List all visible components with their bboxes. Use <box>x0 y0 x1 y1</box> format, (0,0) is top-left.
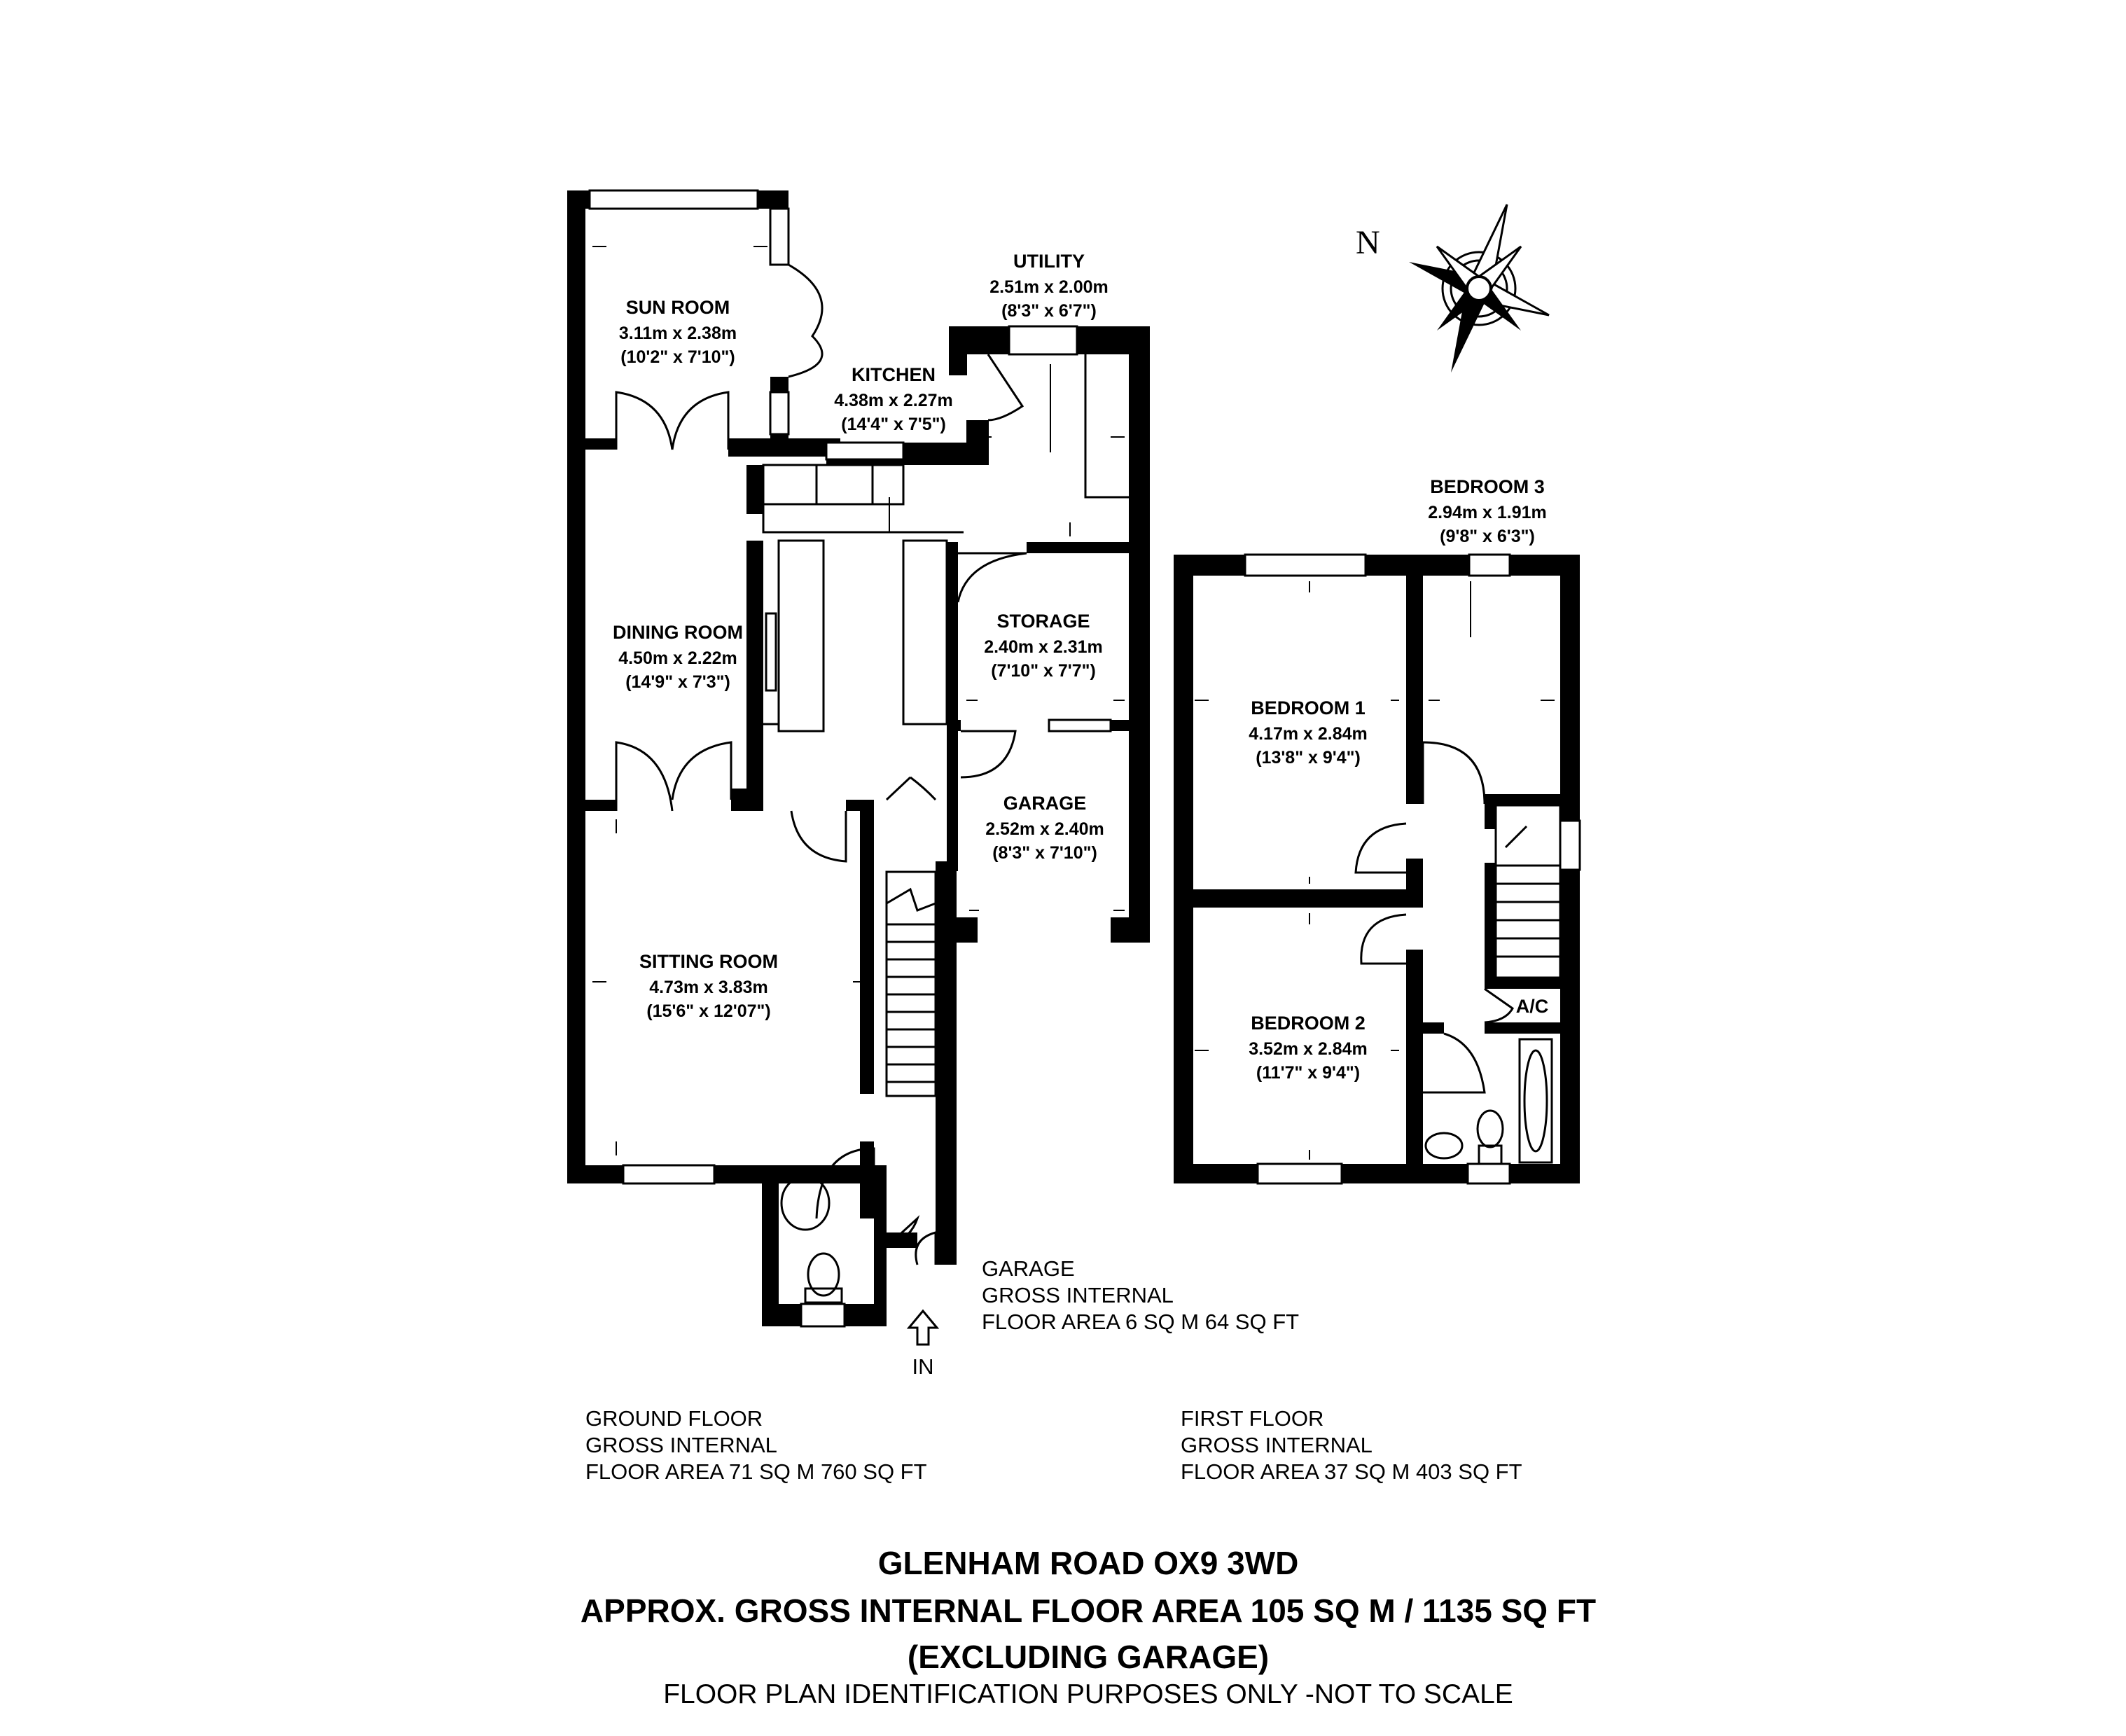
garage-imperial: (8'3" x 7'10") <box>992 843 1097 863</box>
bedroom-1-metric: 4.17m x 2.84m <box>1249 724 1368 744</box>
first-floor-windows <box>1244 553 1581 1185</box>
footer: GLENHAM ROAD OX9 3WD APPROX. GROSS INTER… <box>581 1545 1596 1709</box>
bedroom-3-name: BEDROOM 3 <box>1430 476 1545 497</box>
bedroom-1-imperial: (13'8" x 9'4") <box>1256 748 1361 768</box>
sitting-room-name: SITTING ROOM <box>639 951 778 972</box>
sun-room-name: SUN ROOM <box>626 297 730 318</box>
garage-metric: 2.52m x 2.40m <box>985 819 1104 839</box>
bedroom-2-metric: 3.52m x 2.84m <box>1249 1039 1368 1059</box>
first-floor-area-line-3: FLOOR AREA 37 SQ M 403 SQ FT <box>1181 1459 1522 1484</box>
dimension-arrows <box>592 246 1555 1160</box>
bedroom-2-name: BEDROOM 2 <box>1251 1013 1366 1034</box>
bedroom-3-metric: 2.94m x 1.91m <box>1428 503 1547 522</box>
dining-room-name: DINING ROOM <box>613 622 743 643</box>
ground-floor-area-line-3: FLOOR AREA 71 SQ M 760 SQ FT <box>585 1459 927 1484</box>
garage-area-note: GARAGE GROSS INTERNAL FLOOR AREA 6 SQ M … <box>982 1256 1299 1334</box>
first-floor-doors <box>1354 741 1562 1165</box>
kitchen-fittings <box>762 354 1129 732</box>
compass-north-label: N <box>1356 224 1380 261</box>
exclusion-note: (EXCLUDING GARAGE) <box>908 1639 1269 1675</box>
storage-imperial: (7'10" x 7'7") <box>991 661 1096 681</box>
garage-name: GARAGE <box>1003 793 1087 814</box>
storage-metric: 2.40m x 2.31m <box>984 637 1103 657</box>
ground-floor-doors <box>615 263 1027 1265</box>
ground-floor-area-line-2: GROSS INTERNAL <box>585 1433 777 1457</box>
ground-floor-stairs <box>885 870 937 1097</box>
first-floor-walls <box>1174 555 1580 1183</box>
bedroom-1-name: BEDROOM 1 <box>1251 697 1366 718</box>
bedroom-3-imperial: (9'8" x 6'3") <box>1440 527 1535 546</box>
ground-floor-area-line-1: GROUND FLOOR <box>585 1406 763 1431</box>
utility-name: UTILITY <box>1013 251 1085 272</box>
room-labels: SUN ROOM 3.11m x 2.38m (10'2" x 7'10") K… <box>613 251 1548 1083</box>
disclaimer: FLOOR PLAN IDENTIFICATION PURPOSES ONLY … <box>663 1679 1513 1709</box>
kitchen-imperial: (14'4" x 7'5") <box>841 415 946 434</box>
utility-metric: 2.51m x 2.00m <box>989 277 1109 297</box>
ground-floor-windows <box>588 189 1112 1328</box>
entrance-label: IN <box>912 1354 934 1379</box>
address-title: GLENHAM ROAD OX9 3WD <box>878 1545 1299 1581</box>
wc-fittings <box>780 1175 843 1304</box>
kitchen-metric: 4.38m x 2.27m <box>834 391 953 410</box>
entrance-arrow-icon <box>906 1309 940 1346</box>
dining-room-metric: 4.50m x 2.22m <box>618 648 737 668</box>
bedroom-2-imperial: (11'7" x 9'4") <box>1256 1063 1360 1083</box>
first-floor-area-line-1: FIRST FLOOR <box>1181 1406 1323 1431</box>
sitting-room-metric: 4.73m x 3.83m <box>649 978 768 997</box>
ground-floor-area-note: GROUND FLOOR GROSS INTERNAL FLOOR AREA 7… <box>585 1406 927 1484</box>
utility-imperial: (8'3" x 6'7") <box>1001 301 1097 321</box>
sun-room-imperial: (10'2" x 7'10") <box>620 347 735 367</box>
garage-area-line-1: GARAGE <box>982 1256 1075 1281</box>
first-floor-area-note: FIRST FLOOR GROSS INTERNAL FLOOR AREA 37… <box>1181 1406 1522 1484</box>
compass-icon <box>1409 204 1550 373</box>
total-area-title: APPROX. GROSS INTERNAL FLOOR AREA 105 SQ… <box>581 1592 1596 1629</box>
kitchen-name: KITCHEN <box>852 364 936 385</box>
sitting-room-imperial: (15'6" x 12'07") <box>646 1001 770 1021</box>
storage-name: STORAGE <box>996 611 1090 632</box>
ac-label: A/C <box>1516 996 1549 1017</box>
garage-area-line-2: GROSS INTERNAL <box>982 1283 1174 1307</box>
dining-room-imperial: (14'9" x 7'3") <box>625 672 730 692</box>
garage-area-line-3: FLOOR AREA 6 SQ M 64 SQ FT <box>982 1310 1299 1334</box>
sun-room-metric: 3.11m x 2.38m <box>619 324 737 343</box>
first-floor-area-line-2: GROSS INTERNAL <box>1181 1433 1373 1457</box>
